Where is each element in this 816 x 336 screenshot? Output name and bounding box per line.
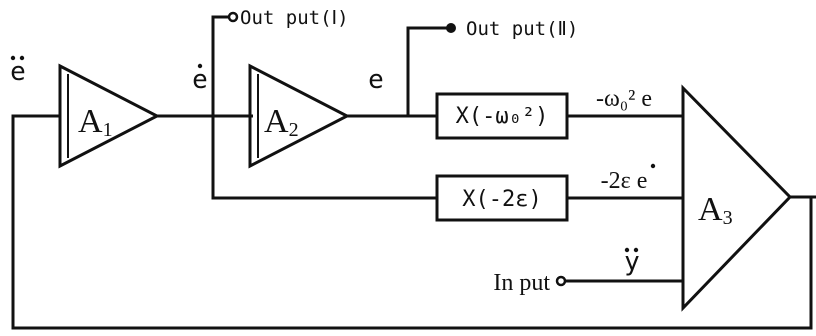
eps-term-label: -2ε e (601, 168, 648, 194)
signal-e-dot: e (192, 63, 208, 95)
gain-box-eps-label: X(-2ε) (462, 187, 541, 212)
svg-text:A2: A2 (264, 103, 299, 141)
amplifier-a1[interactable]: A1 (58, 63, 161, 169)
a2-label: A (264, 103, 289, 140)
signal-e-ddot-label: e (10, 57, 26, 87)
output-2-label: Out put(Ⅱ) (466, 18, 578, 40)
a3-label: A (698, 191, 723, 228)
a1-subscript: 1 (103, 119, 113, 141)
gain-box-omega[interactable]: X(-ω₀²) (435, 92, 569, 140)
signal-e-label: e (368, 65, 384, 95)
gain-box-omega-label: X(-ω₀²) (456, 104, 549, 129)
input-terminal[interactable] (555, 275, 567, 287)
feedback-loop-return-wire (11, 114, 813, 330)
gain-box-eps[interactable]: X(-2ε) (435, 174, 569, 222)
a3-subscript: 3 (723, 207, 733, 229)
omega-term-label: -ω₀² e (596, 86, 652, 112)
signal-y-ddot-label: y (624, 247, 640, 277)
a1-label: A (78, 103, 103, 140)
out2-terminal[interactable] (446, 23, 456, 33)
out1-wire (211, 15, 230, 116)
out2-wire (406, 26, 448, 116)
a2-subscript: 2 (289, 119, 299, 141)
signal-y-ddot: y (624, 247, 640, 277)
amplifier-a3[interactable]: A3 (681, 84, 793, 312)
signal-e-ddot: e (10, 55, 26, 87)
eps-term: -2ε e (601, 163, 656, 194)
svg-text:A3: A3 (698, 191, 733, 229)
output-1-label: Out put(Ⅰ) (240, 7, 349, 29)
input-label: In put (493, 270, 550, 296)
edot-branch-wire (211, 116, 437, 200)
out1-terminal[interactable] (227, 11, 239, 23)
svg-text:A1: A1 (78, 103, 113, 141)
signal-e-dot-label: e (192, 65, 208, 95)
amplifier-a2[interactable]: A2 (248, 63, 351, 169)
